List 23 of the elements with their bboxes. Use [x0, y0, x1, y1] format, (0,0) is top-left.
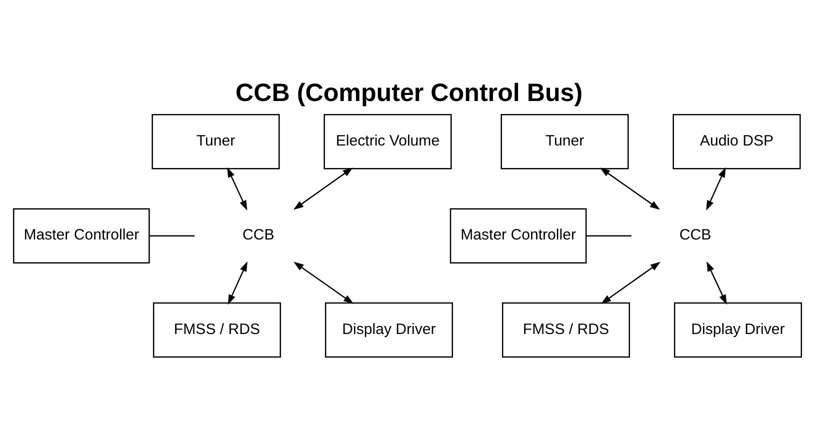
connector — [150, 234, 195, 236]
node-box: Master Controller — [12, 208, 150, 263]
arrow — [706, 260, 727, 304]
arrow — [293, 167, 353, 210]
node-box: Electric Volume — [324, 114, 452, 169]
node-box: Display Driver — [324, 302, 453, 358]
node-box: Master Controller — [450, 208, 587, 263]
node-box: Audio DSP — [672, 114, 801, 169]
diagram-title: CCB (Computer Control Bus) — [236, 78, 583, 106]
node-box: Tuner — [500, 114, 629, 169]
node-text: CCB — [679, 226, 712, 244]
arrow — [706, 166, 726, 210]
connector — [586, 234, 632, 236]
arrow — [600, 167, 660, 210]
node-box: Tuner — [152, 114, 280, 169]
node-box: Display Driver — [674, 302, 802, 358]
node-box: FMSS / RDS — [152, 302, 282, 358]
arrow — [600, 261, 660, 304]
arrow — [227, 166, 248, 210]
node-box: FMSS / RDS — [502, 302, 630, 358]
arrow — [228, 260, 248, 304]
arrow — [294, 261, 354, 304]
node-text: CCB — [242, 226, 274, 244]
